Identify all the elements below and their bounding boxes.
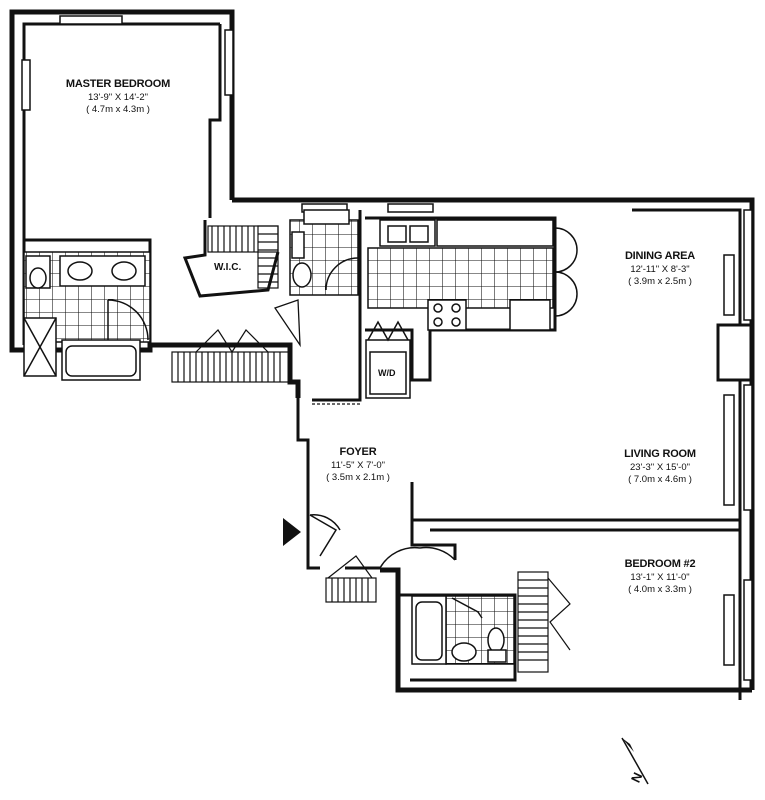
bedroom2-name: BEDROOM #2 <box>624 558 696 570</box>
powder-room <box>289 209 359 296</box>
north-arrow-icon <box>621 737 649 785</box>
outer-walls <box>9 9 755 693</box>
master-bath <box>23 251 151 381</box>
foyer-closet <box>325 555 377 603</box>
hall-closet <box>171 329 291 383</box>
bath-2 <box>411 595 515 665</box>
bedroom2-dim-m: ( 4.0m x 3.3m ) <box>628 583 692 595</box>
living-name: LIVING ROOM <box>624 448 696 460</box>
living-dim-ft: 23'-3" X 15'-0" <box>629 461 690 473</box>
kitchen <box>365 219 578 399</box>
master-bedroom-name: MASTER BEDROOM <box>65 78 171 90</box>
master-bedroom-dim-m: ( 4.7m x 4.3m ) <box>86 103 150 115</box>
wd-label: W/D <box>378 368 396 378</box>
master-bedroom-label: MASTER BEDROOM 13'-9" X 14'-2" ( 4.7m x … <box>48 78 188 116</box>
dining-name: DINING AREA <box>624 250 696 262</box>
foyer-dim-ft: 11'-5" X 7'-0" <box>330 459 386 471</box>
living-label: LIVING ROOM 23'-3" X 15'-0" ( 7.0m x 4.6… <box>610 448 710 486</box>
wic-shelves <box>207 225 279 289</box>
windows <box>21 15 753 681</box>
living-dim-m: ( 7.0m x 4.6m ) <box>628 473 692 485</box>
bedroom2-dim-ft: 13'-1" X 11'-0" <box>630 571 690 583</box>
entry-door <box>309 514 456 569</box>
foyer-name: FOYER <box>339 446 377 458</box>
bedroom2-closet <box>517 571 571 673</box>
wic-label: W.I.C. <box>214 262 242 273</box>
hall-door <box>273 299 301 348</box>
bedroom2-label: BEDROOM #2 13'-1" X 11'-0" ( 4.0m x 3.3m… <box>610 558 710 596</box>
dining-dim-ft: 12'-11" X 8'-3" <box>630 263 690 275</box>
foyer-dim-m: ( 3.5m x 2.1m ) <box>326 471 390 483</box>
dining-dim-m: ( 3.9m x 2.5m ) <box>628 275 692 287</box>
master-bedroom-dim-ft: 13'-9" X 14'-2" <box>87 91 148 103</box>
entry-arrow <box>283 518 301 546</box>
foyer-label: FOYER 11'-5" X 7'-0" ( 3.5m x 2.1m ) <box>308 446 408 484</box>
dining-label: DINING AREA 12'-11" X 8'-3" ( 3.9m x 2.5… <box>610 250 710 288</box>
